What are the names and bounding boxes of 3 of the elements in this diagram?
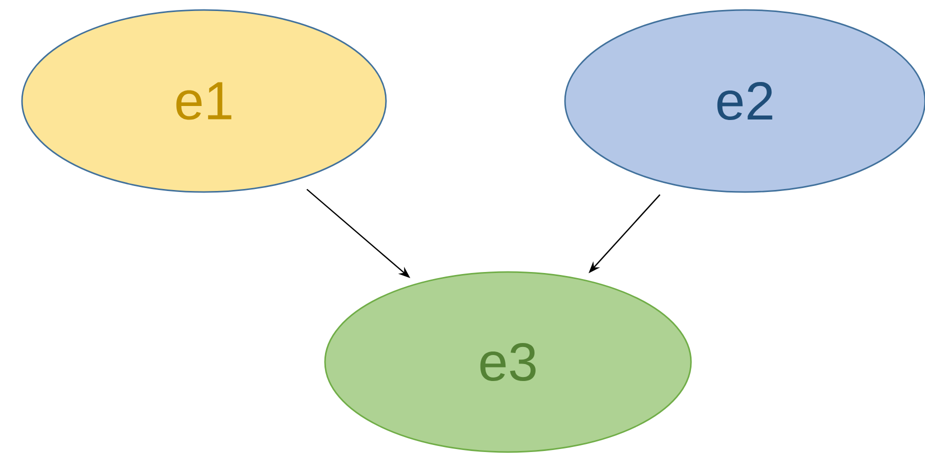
ellipse-node: e1 — [21, 9, 387, 193]
ellipse-node: e3 — [324, 271, 692, 453]
ellipse-node: e2 — [564, 9, 925, 193]
